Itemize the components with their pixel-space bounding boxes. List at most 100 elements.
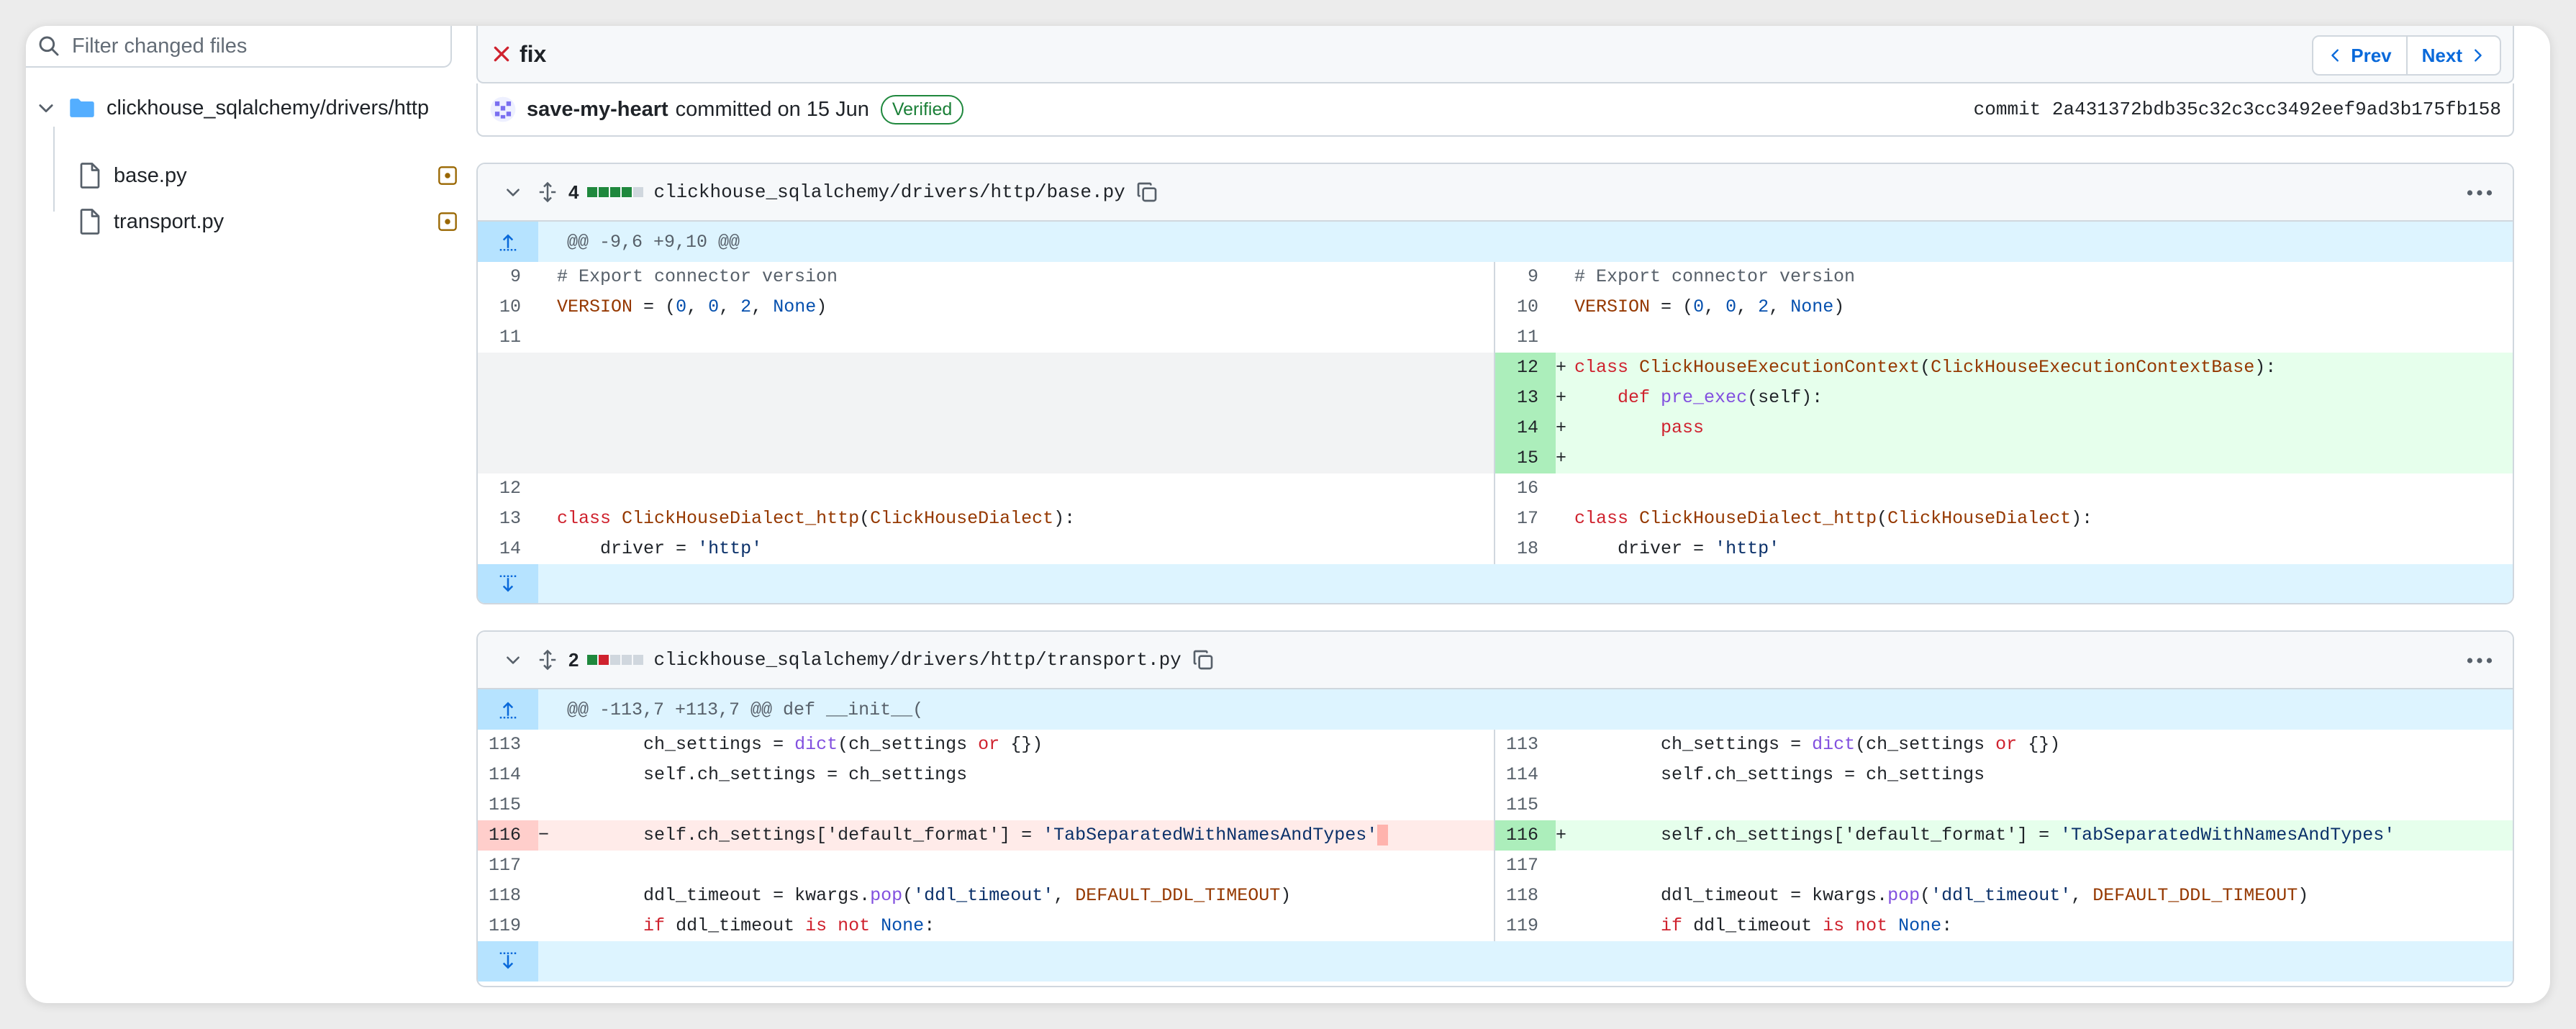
next-button[interactable]: Next: [2405, 37, 2500, 74]
expand-up-icon: [499, 702, 517, 719]
line-number[interactable]: 11: [1516, 327, 1538, 348]
diff-row-added: 14+ pass: [478, 413, 2513, 443]
hunk-text: @@ -9,6 +9,10 @@: [567, 231, 740, 253]
change-count: 4: [568, 181, 579, 203]
line-number[interactable]: 10: [1516, 296, 1538, 317]
diff-row: 11 11: [478, 322, 2513, 353]
expand-all-icon[interactable]: [537, 181, 558, 203]
copy-icon[interactable]: [1135, 181, 1158, 204]
diffstat-bar: [587, 187, 644, 197]
line-number[interactable]: 115: [1505, 794, 1538, 815]
commit-title: fix: [520, 40, 547, 67]
expand-up-button[interactable]: [478, 222, 538, 262]
line-number[interactable]: 10: [499, 296, 521, 317]
diff-file-base: 4 clickhouse_sqlalchemy/drivers/http/bas…: [476, 163, 2514, 604]
modified-icon: [438, 212, 457, 231]
expand-down-button[interactable]: [478, 564, 538, 603]
copy-icon[interactable]: [1192, 648, 1215, 671]
code-line: if ddl_timeout is not None:: [1661, 915, 1953, 936]
line-number[interactable]: 119: [488, 915, 521, 936]
prev-button[interactable]: Prev: [2313, 37, 2405, 74]
line-number[interactable]: 12: [1495, 353, 1556, 383]
line-number[interactable]: 15: [1495, 443, 1556, 473]
commit-title-bar: fix Prev Next: [476, 26, 2514, 83]
line-number[interactable]: 17: [1516, 508, 1538, 529]
line-number[interactable]: 14: [1495, 413, 1556, 443]
tree-folder[interactable]: clickhouse_sqlalchemy/drivers/http: [36, 88, 468, 128]
expand-down-button[interactable]: [478, 941, 538, 982]
line-number[interactable]: 18: [1516, 538, 1538, 559]
expand-all-icon[interactable]: [537, 649, 558, 671]
chevron-down-icon[interactable]: [36, 98, 56, 118]
code-line: class ClickHouseDialect_http(ClickHouseD…: [557, 508, 1076, 529]
diff-row-added: 15+: [478, 443, 2513, 473]
search-icon: [39, 36, 59, 56]
line-number[interactable]: 119: [1505, 915, 1538, 936]
commit-sha: commit 2a431372bdb35c32c3cc3492eef9ad3b1…: [1973, 99, 2501, 120]
line-number[interactable]: 12: [499, 478, 521, 499]
line-number[interactable]: 115: [488, 794, 521, 815]
diff-row-changed: 116− self.ch_settings['default_format'] …: [478, 820, 2513, 851]
tree-file-transport[interactable]: transport.py: [79, 201, 468, 242]
code-line: # Export connector version: [1574, 266, 1856, 287]
line-number[interactable]: 9: [1527, 266, 1538, 287]
line-number[interactable]: 16: [1516, 478, 1538, 499]
avatar[interactable]: [489, 96, 517, 123]
change-count: 2: [568, 648, 579, 671]
code-line: VERSION = (0, 0, 2, None): [1574, 296, 1845, 317]
expand-up-button[interactable]: [478, 689, 538, 730]
diff-row: 113 ch_settings = dict(ch_settings or {}…: [478, 730, 2513, 760]
line-number[interactable]: 117: [1505, 855, 1538, 876]
code-line: if ddl_timeout is not None:: [643, 915, 935, 936]
more-options-icon[interactable]: [2467, 651, 2493, 671]
code-line: self.ch_settings['default_format'] = 'Ta…: [1661, 825, 2395, 846]
modified-icon: [438, 166, 457, 185]
folder-name: clickhouse_sqlalchemy/drivers/http: [106, 96, 430, 119]
line-number[interactable]: 9: [509, 266, 521, 287]
file-icon: [80, 209, 100, 235]
file-path: clickhouse_sqlalchemy/drivers/http/base.…: [653, 181, 1125, 203]
line-number[interactable]: 118: [488, 885, 521, 906]
next-label: Next: [2421, 44, 2462, 66]
chevron-down-icon[interactable]: [504, 651, 522, 669]
expand-up-icon: [499, 234, 517, 251]
chevron-right-icon: [2475, 49, 2482, 62]
commit-meta-bar: save-my-heart committed on 15 Jun Verifi…: [476, 83, 2514, 137]
diff-row: 12 16: [478, 473, 2513, 504]
line-number[interactable]: 117: [488, 855, 521, 876]
code-line: ch_settings = dict(ch_settings or {}): [643, 734, 1043, 755]
line-number[interactable]: 116: [1495, 820, 1556, 851]
filter-input[interactable]: [72, 34, 417, 58]
verified-badge[interactable]: Verified: [880, 94, 964, 124]
line-number[interactable]: 116: [478, 820, 538, 851]
hunk-footer: [478, 564, 2513, 603]
line-number[interactable]: 11: [499, 327, 521, 348]
file-icon: [80, 163, 100, 189]
chevron-down-icon[interactable]: [504, 183, 522, 201]
commit-author[interactable]: save-my-heart: [527, 97, 668, 121]
line-number[interactable]: 13: [499, 508, 521, 529]
file-name: base.py: [114, 163, 187, 187]
line-number[interactable]: 113: [1505, 734, 1538, 755]
code-line: driver = 'http': [1618, 538, 1780, 559]
commit-date: committed on 15 Jun: [675, 97, 869, 121]
filter-changed-files[interactable]: [26, 26, 452, 68]
code-line: class ClickHouseDialect_http(ClickHouseD…: [1574, 508, 2093, 529]
diff-row-added: 13+ def pre_exec(self):: [478, 383, 2513, 413]
line-number[interactable]: 14: [499, 538, 521, 559]
line-number[interactable]: 113: [488, 734, 521, 755]
diff-row: 117 117: [478, 851, 2513, 881]
line-number[interactable]: 114: [1505, 764, 1538, 785]
code-line: ch_settings = dict(ch_settings or {}): [1661, 734, 2061, 755]
hunk-header: @@ -9,6 +9,10 @@: [478, 222, 2513, 262]
code-line: pass: [1661, 417, 1705, 438]
line-number[interactable]: 114: [488, 764, 521, 785]
diff-row: 119 if ddl_timeout is not None: 119 if d…: [478, 911, 2513, 941]
file-header: 2 clickhouse_sqlalchemy/drivers/http/tra…: [478, 632, 2513, 689]
tree-file-base[interactable]: base.py: [79, 155, 468, 196]
line-number[interactable]: 13: [1495, 383, 1556, 413]
more-options-icon[interactable]: [2467, 183, 2493, 203]
diff-row-added: 12+class ClickHouseExecutionContext(Clic…: [478, 353, 2513, 383]
line-number[interactable]: 118: [1505, 885, 1538, 906]
diff-row: 14 driver = 'http' 18 driver = 'http': [478, 534, 2513, 564]
